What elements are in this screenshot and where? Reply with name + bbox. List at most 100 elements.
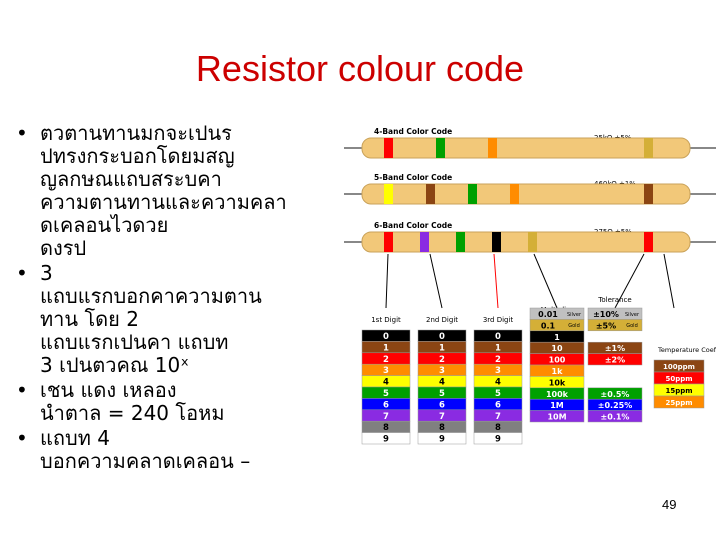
bullet-line: แถบท 4 — [40, 426, 110, 450]
bullet-line: ความตานทานและความคลา — [40, 190, 287, 214]
digit-label: 3 — [439, 366, 445, 376]
column-header: Tolerance — [597, 296, 631, 304]
tolerance-label: ±0.25% — [598, 401, 632, 410]
color-band — [468, 184, 477, 204]
color-band — [384, 184, 393, 204]
digit-label: 3 — [383, 366, 389, 376]
bullet-item: • แถบท 4 บอกความคลาดเคลอน – — [14, 427, 364, 473]
digit-label: 0 — [439, 332, 445, 342]
digit-label: 1 — [383, 343, 389, 353]
tolerance-label: ±2% — [605, 356, 625, 365]
digit-label: 4 — [495, 378, 501, 388]
tolerance-cell — [587, 319, 643, 332]
digit-label: 9 — [439, 435, 445, 445]
tolerance-cell — [587, 410, 643, 423]
bullet-line: บอกความคลาดเคลอน – — [40, 449, 251, 473]
bullet-line: ดงรป — [40, 236, 87, 260]
digit-label: 0 — [495, 332, 501, 342]
digit-label: 6 — [383, 400, 389, 410]
multiplier-label: 1M — [550, 401, 564, 410]
bullet-line: เชน แดง เหลอง — [40, 378, 177, 402]
connector-line — [385, 253, 389, 309]
color-band — [644, 184, 653, 204]
slide-title: Resistor colour code — [195, 48, 525, 89]
band-label: 5-Band Color Code — [374, 173, 452, 182]
digit-cell — [417, 432, 467, 445]
resistor-body — [361, 183, 691, 205]
bullet-line: 3 — [40, 261, 53, 285]
color-band — [644, 232, 653, 252]
connector-line — [533, 253, 558, 309]
bullet-line: นำตาล = 240 โอหม — [40, 401, 225, 425]
bullet-line: แถบแรกเปนคา แถบท — [40, 330, 229, 354]
bullet-item: • เชน แดง เหลอง นำตาล = 240 โอหม — [14, 379, 364, 425]
multiplier-label: 1k — [552, 367, 564, 376]
color-band — [456, 232, 465, 252]
column-header: 3rd Digit — [483, 316, 514, 324]
bullet-dot: • — [16, 378, 28, 402]
multiplier-cell — [529, 410, 585, 423]
digit-label: 6 — [495, 400, 501, 410]
bullet-dot: • — [16, 261, 28, 285]
column-header: 2nd Digit — [426, 316, 458, 324]
connector-line — [663, 253, 675, 309]
connector-line — [614, 253, 645, 309]
bullet-dot: • — [16, 426, 28, 450]
tolerance-cell — [587, 353, 643, 366]
resistor-color-code-chart: 4-Band Color Code25kΩ ±5%5-Band Color Co… — [344, 127, 716, 445]
digit-label: 2 — [495, 355, 501, 365]
multiplier-tag: Gold — [568, 323, 580, 329]
digit-label: 5 — [439, 389, 445, 399]
digit-label: 7 — [439, 412, 445, 422]
bullet-line: ทาน โดย 2 — [40, 307, 139, 331]
digit-label: 9 — [495, 435, 501, 445]
color-band — [384, 232, 393, 252]
color-band — [488, 138, 497, 158]
tolerance-label: ±1% — [605, 344, 625, 353]
band-label: 6-Band Color Code — [374, 221, 452, 230]
bullet-line: ดเคลอนไวดวย — [40, 213, 169, 237]
digit-label: 1 — [439, 343, 445, 353]
digit-label: 1 — [495, 343, 501, 353]
tempco-label: 25ppm — [665, 399, 692, 407]
color-band — [384, 138, 393, 158]
multiplier-label: 100k — [546, 390, 569, 399]
multiplier-label: 10k — [549, 378, 566, 387]
color-band — [420, 232, 429, 252]
tolerance-tag: Silver — [625, 312, 640, 318]
tolerance-label: ±0.5% — [601, 390, 630, 399]
digit-label: 9 — [383, 435, 389, 445]
digit-label: 5 — [495, 389, 501, 399]
multiplier-label: 100 — [549, 356, 566, 365]
bullet-line: ตวตานทานมกจะเปนร — [40, 121, 232, 145]
color-band — [492, 232, 501, 252]
digit-label: 2 — [383, 355, 389, 365]
digit-label: 4 — [383, 378, 389, 388]
page-number: 49 — [662, 497, 677, 512]
multiplier-label: 0.01 — [538, 310, 558, 319]
bullet-line: ญลกษณแถบสระบคา — [40, 167, 222, 191]
color-band — [528, 232, 537, 252]
digit-cell — [361, 432, 411, 445]
tempco-label: 15ppm — [665, 387, 692, 395]
multiplier-tag: Silver — [567, 312, 582, 318]
tolerance-label: ±10% — [593, 310, 619, 319]
multiplier-label: 10 — [551, 344, 563, 353]
bullet-dot: • — [16, 121, 28, 145]
digit-label: 3 — [495, 366, 501, 376]
digit-cell — [473, 432, 523, 445]
tolerance-tag: Gold — [626, 323, 638, 329]
column-header: Temperature Coefficient — [657, 346, 716, 354]
digit-label: 0 — [383, 332, 389, 342]
digit-label: 2 — [439, 355, 445, 365]
resistor-body — [361, 137, 691, 159]
digit-label: 8 — [495, 423, 501, 433]
resistor-body — [361, 231, 691, 253]
color-band — [644, 138, 653, 158]
digit-label: 7 — [383, 412, 389, 422]
bullet-list: • ตวตานทานมกจะเปนร ปทรงกระบอกโดยมสญ ญลกษ… — [14, 122, 364, 475]
multiplier-label: 0.1 — [541, 321, 556, 330]
bullet-line: แถบแรกบอกคาความตาน — [40, 284, 262, 308]
color-band — [510, 184, 519, 204]
tempco-label: 100ppm — [663, 363, 695, 371]
